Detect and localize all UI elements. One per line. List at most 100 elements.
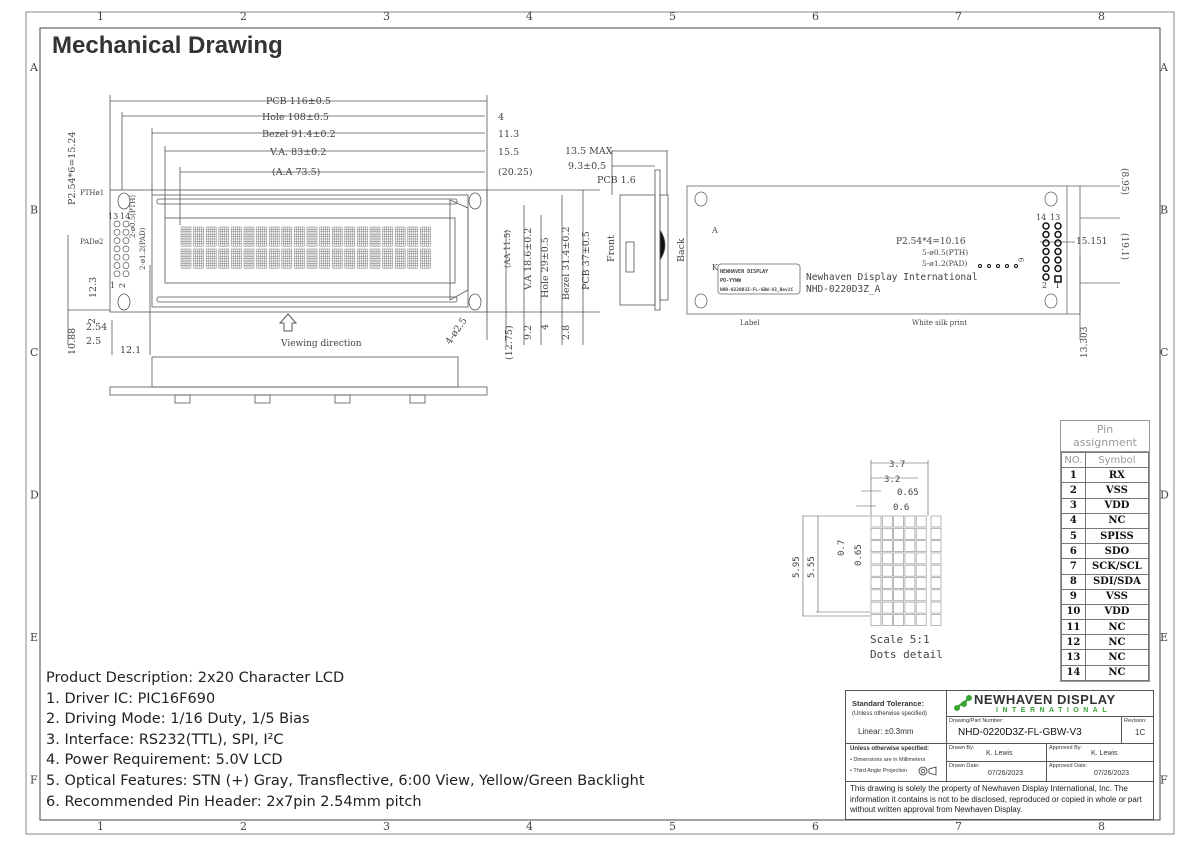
back-pin-1-label: 1 xyxy=(1055,281,1060,290)
grid-column-label: 7 xyxy=(955,10,962,23)
viewing-direction-arrow-icon xyxy=(278,313,298,332)
dot-cell xyxy=(915,577,927,589)
third-angle-projection-icon xyxy=(918,766,938,776)
grid-column-label: 5 xyxy=(669,10,676,23)
pin-hole xyxy=(113,270,121,278)
dim-thickness: 9.3±0.5 xyxy=(568,161,606,172)
dot-cell xyxy=(870,564,882,577)
pin-number: 13 xyxy=(1061,649,1086,666)
pin-number: 11 xyxy=(1061,619,1086,636)
dim-pitch: P2.54*6=15.24 xyxy=(67,132,78,206)
dim-3-2: 3.2 xyxy=(884,475,900,485)
dot-cell xyxy=(904,540,916,552)
dim-4b: 4 xyxy=(540,324,551,330)
dot-cell xyxy=(930,614,942,626)
drawn-by: K. Lewis xyxy=(986,750,1013,757)
dot-cell xyxy=(904,527,916,540)
description-item: 6. Recommended Pin Header: 2x7pin 2.54mm… xyxy=(46,793,422,810)
dots-detail-dim-lines xyxy=(802,460,929,617)
dim-2-8: 2.8 xyxy=(561,325,572,340)
dots-detail-grid xyxy=(870,515,942,626)
dim-va-height: V.A 18.6±0.2 xyxy=(523,228,534,291)
dot-cell xyxy=(870,577,882,589)
pin-hole xyxy=(113,237,121,244)
dot-cell xyxy=(870,540,882,552)
dot-cell xyxy=(904,577,916,589)
description-item: 3. Interface: RS232(TTL), SPI, I²C xyxy=(46,731,284,748)
pin-symbol: NC xyxy=(1084,619,1150,636)
grid-column-label: 3 xyxy=(383,820,390,833)
dot-cell xyxy=(893,589,904,602)
dot-cell xyxy=(881,589,893,602)
pin-hole xyxy=(122,262,130,269)
drawn-date: 07/26/2023 xyxy=(988,770,1024,777)
pin-1-label: 1 xyxy=(110,281,115,290)
dot-cell xyxy=(930,577,942,589)
dot-cell xyxy=(904,601,916,614)
pth-hole xyxy=(996,264,1000,268)
dot-cell xyxy=(915,601,927,614)
dim-11-3: 11.3 xyxy=(498,129,519,140)
pin-hole xyxy=(122,220,130,228)
dots-caption: Dots detail xyxy=(870,648,943,661)
pin-symbol: NC xyxy=(1084,512,1150,529)
pin-number: 3 xyxy=(1061,497,1086,514)
pin-hole xyxy=(122,237,130,244)
dot-cell xyxy=(904,589,916,602)
label-line: PO-YYWW xyxy=(720,278,742,284)
pin-symbol: SDI/SDA xyxy=(1084,573,1150,590)
dot-cell xyxy=(870,601,882,614)
description-item: 1. Driver IC: PIC16F690 xyxy=(46,690,216,707)
grid-column-label: 2 xyxy=(240,10,247,23)
pin-number: 4 xyxy=(1061,512,1086,529)
pin-hole xyxy=(122,253,130,261)
silk-callout: White silk print xyxy=(912,319,967,327)
dim-0-65: 0.65 xyxy=(897,488,919,498)
pin-hole xyxy=(113,245,121,253)
dot-cell xyxy=(915,540,927,552)
dim-pcb-height: PCB 37±0.5 xyxy=(581,231,592,290)
grid-column-label: 6 xyxy=(812,820,819,833)
pin-2-label: 2 xyxy=(118,283,127,288)
title-block: Standard Tolerance: (Unless otherwise sp… xyxy=(845,690,1154,820)
pin-number: 2 xyxy=(1061,482,1086,499)
pin-number: 5 xyxy=(1061,527,1086,545)
dim-0-7: 0.7 xyxy=(837,540,847,556)
dot-cell xyxy=(870,614,882,626)
dot-cell xyxy=(930,540,942,552)
silk-print-line: NHD-0220D3Z_A xyxy=(806,284,881,295)
grid-row-label: A xyxy=(29,61,39,74)
product-description: Product Description: 2x20 Character LCD … xyxy=(46,668,645,812)
divider xyxy=(946,691,947,781)
back-pin-13-label: 13 xyxy=(1050,213,1060,222)
pin-symbol: VSS xyxy=(1084,588,1150,605)
dim-13-303: 13.303 xyxy=(1080,326,1090,358)
grid-column-label: 3 xyxy=(383,10,390,23)
drawn-date-label: Drawn Date: xyxy=(949,763,980,769)
dot-cell xyxy=(893,577,904,589)
dim-mount-holes: 4-ø2.5 xyxy=(443,316,469,347)
pin-pad xyxy=(1042,239,1050,247)
pin-hole xyxy=(113,228,121,236)
pin-pad xyxy=(1042,222,1050,230)
grid-row-label: F xyxy=(30,774,38,787)
pin-pad xyxy=(1054,222,1062,230)
dim-aa-width: (A.A 73.5) xyxy=(272,167,320,178)
dot-cell xyxy=(881,515,893,528)
grid-column-label: 6 xyxy=(812,10,819,23)
pin-number: 12 xyxy=(1061,634,1086,651)
dot-cell xyxy=(915,614,927,626)
approved-date-label: Approved Date: xyxy=(1049,763,1088,769)
dot-cell xyxy=(930,564,942,577)
dim-12-1: 12.1 xyxy=(120,345,141,356)
pin-pad xyxy=(1054,230,1062,239)
outer-border xyxy=(25,11,1175,835)
dim-12-3: 12.3 xyxy=(88,277,99,298)
